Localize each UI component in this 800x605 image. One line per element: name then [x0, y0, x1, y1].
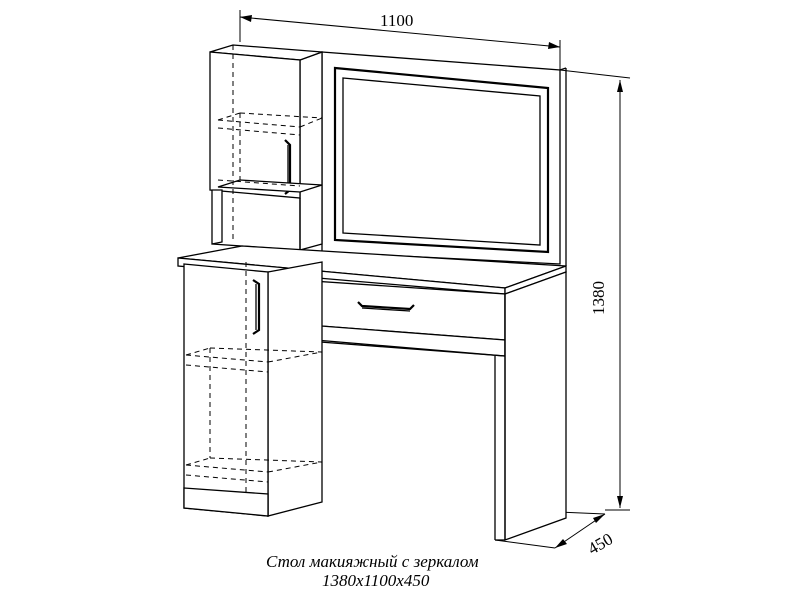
- width-dimension: 1100: [239, 10, 561, 70]
- width-label: 1100: [380, 11, 413, 30]
- caption: Стол макияжный с зеркалом 1380x1100x450: [266, 552, 479, 590]
- desk-top: [177, 245, 567, 295]
- caption-size: 1380x1100x450: [322, 571, 430, 590]
- mirror-panel: [321, 51, 567, 266]
- right-side-panel: [494, 271, 567, 541]
- left-pedestal: [183, 261, 323, 517]
- height-label: 1380: [589, 281, 608, 315]
- caption-title: Стол макияжный с зеркалом: [266, 552, 479, 571]
- drawer-handle-icon: [357, 301, 415, 311]
- depth-label: 450: [585, 529, 617, 558]
- upper-cabinet: [209, 44, 323, 251]
- height-dimension: 1380: [559, 69, 631, 511]
